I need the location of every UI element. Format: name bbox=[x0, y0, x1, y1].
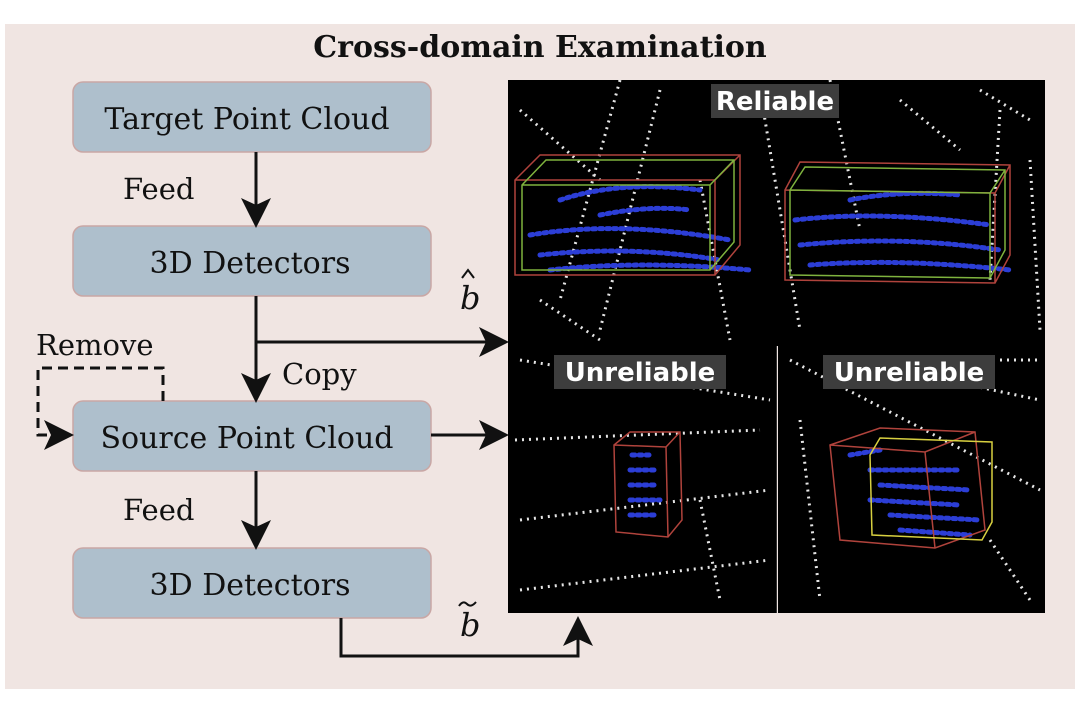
node-3d-detectors-top-label: 3D Detectors bbox=[150, 246, 351, 281]
scan-lines bbox=[514, 79, 1042, 601]
label-b-tilde: b bbox=[458, 601, 480, 644]
node-target-point-cloud: Target Point Cloud bbox=[72, 81, 432, 153]
label-copy: Copy bbox=[282, 357, 357, 391]
panel-label-unreliable-left: Unreliable bbox=[565, 358, 716, 388]
node-3d-detectors-top: 3D Detectors bbox=[72, 225, 432, 297]
panel-unreliable-left-bg bbox=[508, 346, 776, 613]
panel-label-reliable: Reliable bbox=[716, 87, 834, 117]
arrow-tilde-b-to-panel bbox=[339, 616, 593, 658]
object-points bbox=[527, 184, 1013, 538]
label-b-hat-letter: b bbox=[460, 279, 480, 317]
label-b-tilde-letter: b bbox=[460, 606, 480, 644]
panel-label-unreliable-right-bg bbox=[823, 355, 995, 389]
panel-label-unreliable-right: Unreliable bbox=[834, 358, 985, 388]
point-cloud-panels: Reliable Unreliable Unreliable bbox=[508, 79, 1045, 613]
label-b-hat: b bbox=[460, 268, 480, 317]
node-3d-detectors-bottom-label: 3D Detectors bbox=[150, 568, 351, 603]
bbox-unreliable-right bbox=[829, 427, 993, 549]
tilde-accent bbox=[458, 601, 477, 607]
label-feed-bottom: Feed bbox=[123, 493, 194, 527]
edges bbox=[36, 152, 593, 658]
label-feed-top: Feed bbox=[123, 172, 194, 206]
panel-reliable-bg bbox=[508, 80, 1045, 346]
node-3d-detectors-bottom: 3D Detectors bbox=[72, 547, 432, 619]
node-target-point-cloud-label: Target Point Cloud bbox=[104, 102, 389, 137]
bbox-unreliable-left bbox=[613, 431, 683, 538]
panel-unreliable-right-bg bbox=[778, 346, 1045, 613]
label-remove: Remove bbox=[36, 328, 154, 362]
arrow-remove-loop bbox=[36, 366, 165, 450]
node-source-point-cloud: Source Point Cloud bbox=[72, 400, 432, 472]
panel-label-unreliable-left-bg bbox=[554, 355, 726, 389]
bbox-reliable-left bbox=[514, 154, 741, 276]
diagram-title: Cross-domain Examination bbox=[313, 30, 767, 65]
bbox-reliable-right bbox=[784, 161, 1011, 284]
node-source-point-cloud-label: Source Point Cloud bbox=[100, 421, 393, 456]
panel-label-reliable-bg bbox=[711, 84, 839, 118]
hat-accent bbox=[461, 268, 475, 279]
